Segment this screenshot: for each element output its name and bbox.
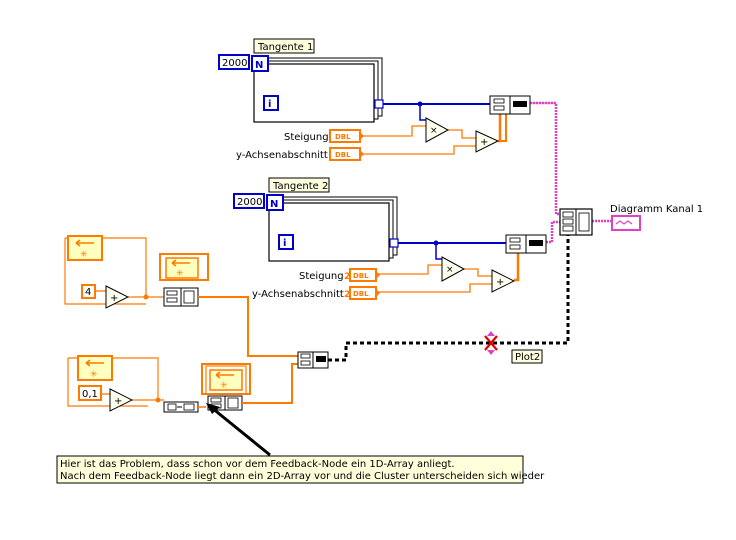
for-loop-tangente-2[interactable]: Tangente 2 2000 N i	[233, 177, 399, 262]
svg-text:DBL: DBL	[335, 133, 351, 141]
svg-text:+: +	[114, 396, 122, 407]
svg-text:DBL: DBL	[335, 151, 351, 159]
svg-text:✳: ✳	[80, 250, 88, 260]
svg-text:4: 4	[85, 287, 91, 298]
svg-text:DBL: DBL	[353, 290, 369, 298]
svg-text:✳: ✳	[90, 370, 98, 380]
n-terminal-label: N	[270, 199, 278, 210]
add-node-upper[interactable]: +	[105, 285, 130, 309]
bundle-node-2[interactable]	[505, 234, 547, 254]
loop-count-constant[interactable]	[233, 193, 265, 209]
diagramm-label: Diagramm Kanal 1	[610, 204, 703, 215]
for-loop-tangente-1[interactable]: Tangente 1 2000 N i	[218, 38, 384, 123]
add-node-2[interactable]: +	[491, 269, 516, 293]
wire-upper-to-bundle	[198, 296, 298, 357]
constant-0-1[interactable]: 0,1	[78, 385, 102, 401]
loop-count-value: 2000	[222, 58, 247, 69]
svg-text:+: +	[480, 137, 488, 148]
svg-text:0,1: 0,1	[82, 389, 98, 400]
svg-text:DBL: DBL	[353, 272, 369, 280]
bundle-node-1[interactable]	[489, 95, 531, 115]
loop-label-box	[268, 177, 330, 193]
n-terminal	[266, 194, 284, 211]
annotation-arrow	[206, 403, 271, 457]
i-terminal	[278, 234, 294, 250]
multiply-node-2[interactable]: ×	[441, 256, 466, 282]
control-steigung-2[interactable]: Steigung 2 DBL	[299, 268, 380, 282]
build-array-node[interactable]	[559, 208, 593, 236]
loop-count-constant[interactable]	[218, 54, 250, 70]
svg-text:+: +	[110, 293, 118, 304]
svg-text:×: ×	[430, 126, 438, 136]
plot2-label: Plot2	[511, 349, 543, 364]
bundle-node-3[interactable]	[297, 351, 329, 369]
loop-label-box	[253, 38, 315, 54]
broken-wire-icon[interactable]	[484, 331, 498, 355]
i-terminal	[263, 95, 279, 111]
loop-tunnel	[374, 99, 384, 109]
constant-4[interactable]: 4	[81, 284, 96, 299]
i-terminal-label: i	[283, 238, 286, 249]
n-terminal-label: N	[255, 60, 263, 71]
steigung-label: Steigung	[284, 132, 329, 143]
svg-text:✳: ✳	[220, 381, 228, 391]
note-line-2: Nach dem Feedback-Node liegt dann ein 2D…	[60, 471, 545, 482]
feedback-node-upper-1[interactable]: ✳	[67, 235, 103, 261]
svg-text:Plot2: Plot2	[515, 352, 540, 363]
cluster-wires	[530, 101, 612, 244]
loop-label: Tangente 1	[257, 42, 313, 53]
y-achsenabschnitt-label: y-Achsenabschnitt	[252, 289, 344, 300]
add-node-1[interactable]: +	[475, 130, 500, 153]
i-terminal-label: i	[268, 99, 271, 110]
loop-count-value: 2000	[237, 197, 262, 208]
build-array-1d[interactable]	[163, 401, 199, 413]
multiply-node-1[interactable]: ×	[425, 117, 450, 143]
loop-tunnel	[389, 238, 399, 248]
control-y-achsenabschnitt-1[interactable]: y-Achsenabschnitt DBL	[236, 147, 364, 161]
control-steigung-1[interactable]: Steigung DBL	[284, 129, 364, 143]
y-achsenabschnitt-label: y-Achsenabschnitt	[236, 150, 328, 161]
svg-text:✳: ✳	[176, 269, 184, 279]
svg-text:2: 2	[344, 290, 350, 300]
feedback-node-upper-2[interactable]: ✳	[159, 253, 209, 281]
note-line-1: Hier ist das Problem, dass schon vor dem…	[60, 459, 455, 470]
annotation-note: Hier ist das Problem, dass schon vor dem…	[56, 455, 545, 484]
build-array-upper[interactable]	[163, 287, 199, 307]
wire-lower-to-bundle	[242, 363, 298, 404]
add-node-lower[interactable]: +	[109, 388, 134, 412]
n-terminal	[251, 55, 269, 72]
control-y-achsenabschnitt-2[interactable]: y-Achsenabschnitt 2 DBL	[252, 286, 380, 300]
diagramm-kanal-1-indicator[interactable]: Diagramm Kanal 1	[610, 204, 703, 231]
svg-text:2: 2	[344, 272, 350, 282]
steigung-label: Steigung	[299, 271, 344, 282]
svg-text:+: +	[496, 277, 504, 288]
feedback-node-lower-2[interactable]: ✳	[201, 363, 251, 395]
broken-wire	[328, 235, 570, 362]
feedback-node-lower-1[interactable]: ✳	[77, 355, 113, 381]
loop-label: Tangente 2	[272, 181, 328, 192]
svg-text:×: ×	[446, 265, 454, 275]
